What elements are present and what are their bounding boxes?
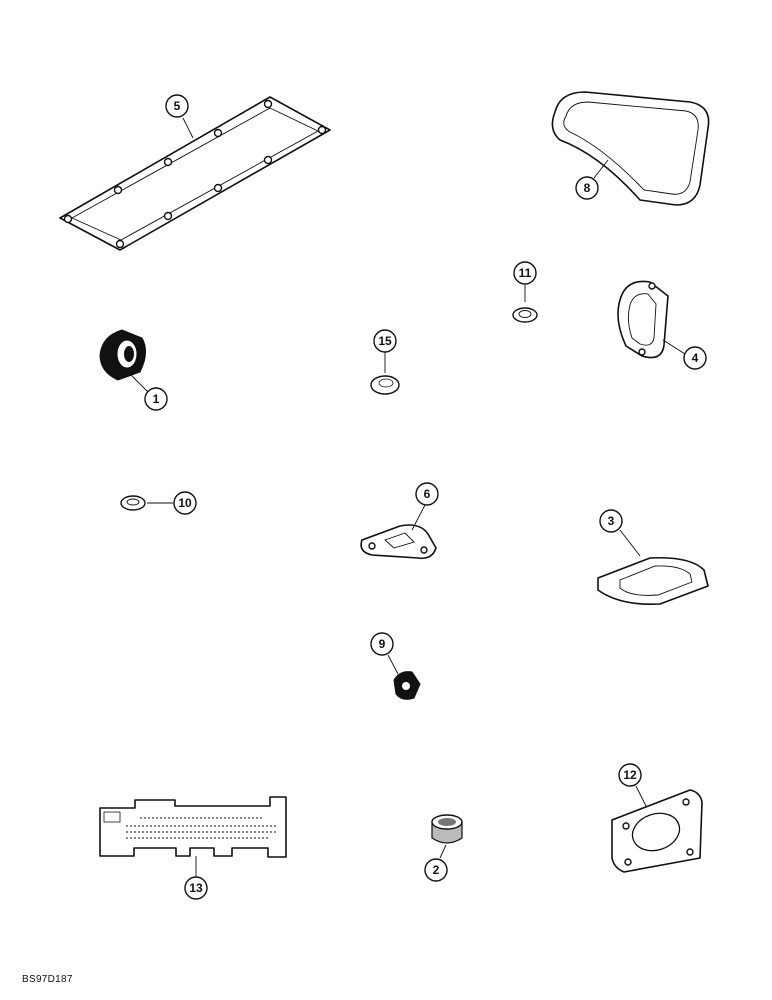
callout-10-label: 10 [178, 496, 192, 510]
callout-11-label: 11 [519, 266, 532, 280]
callout-1: 1 [129, 373, 168, 411]
callout-15: 15 [373, 329, 397, 373]
callout-4-label: 4 [692, 351, 699, 365]
reference-code: BS97D187 [22, 974, 73, 985]
callout-6: 6 [411, 482, 439, 531]
callout-11: 11 [513, 261, 537, 302]
part-11-seal [512, 307, 538, 323]
callout-3-label: 3 [608, 514, 615, 528]
callout-12-label: 12 [623, 768, 637, 782]
part-2-cup-plug [431, 814, 463, 844]
callout-10: 10 [147, 491, 197, 515]
callout-12: 12 [618, 763, 647, 807]
part-6-small-gasket [360, 524, 437, 560]
callout-13-label: 13 [189, 881, 203, 895]
callout-5-label: 5 [174, 99, 181, 113]
callout-9-label: 9 [379, 637, 386, 651]
part-3-rectangular-gasket [597, 556, 709, 606]
callout-1-label: 1 [153, 392, 160, 406]
callout-6-label: 6 [424, 487, 431, 501]
part-5-rocker-cover-gasket [59, 96, 331, 251]
callout-15-label: 15 [378, 334, 392, 348]
callout-3: 3 [599, 509, 641, 557]
callout-8-label: 8 [584, 181, 591, 195]
callout-5: 5 [165, 94, 194, 139]
callout-4: 4 [662, 339, 707, 370]
part-13-gauge-strip [99, 796, 287, 858]
part-4-flange-gasket [617, 280, 669, 359]
callout-13: 13 [184, 856, 208, 900]
part-1-seal [99, 329, 146, 381]
callout-2-label: 2 [433, 863, 440, 877]
callout-9: 9 [370, 632, 399, 675]
part-9-clip [393, 671, 421, 700]
callout-8: 8 [575, 159, 609, 200]
part-8-square-gasket [551, 91, 710, 206]
part-10-seal [120, 495, 146, 511]
part-12-exhaust-gasket [611, 789, 703, 873]
callout-2: 2 [424, 844, 448, 882]
part-15-grommet [370, 375, 400, 395]
